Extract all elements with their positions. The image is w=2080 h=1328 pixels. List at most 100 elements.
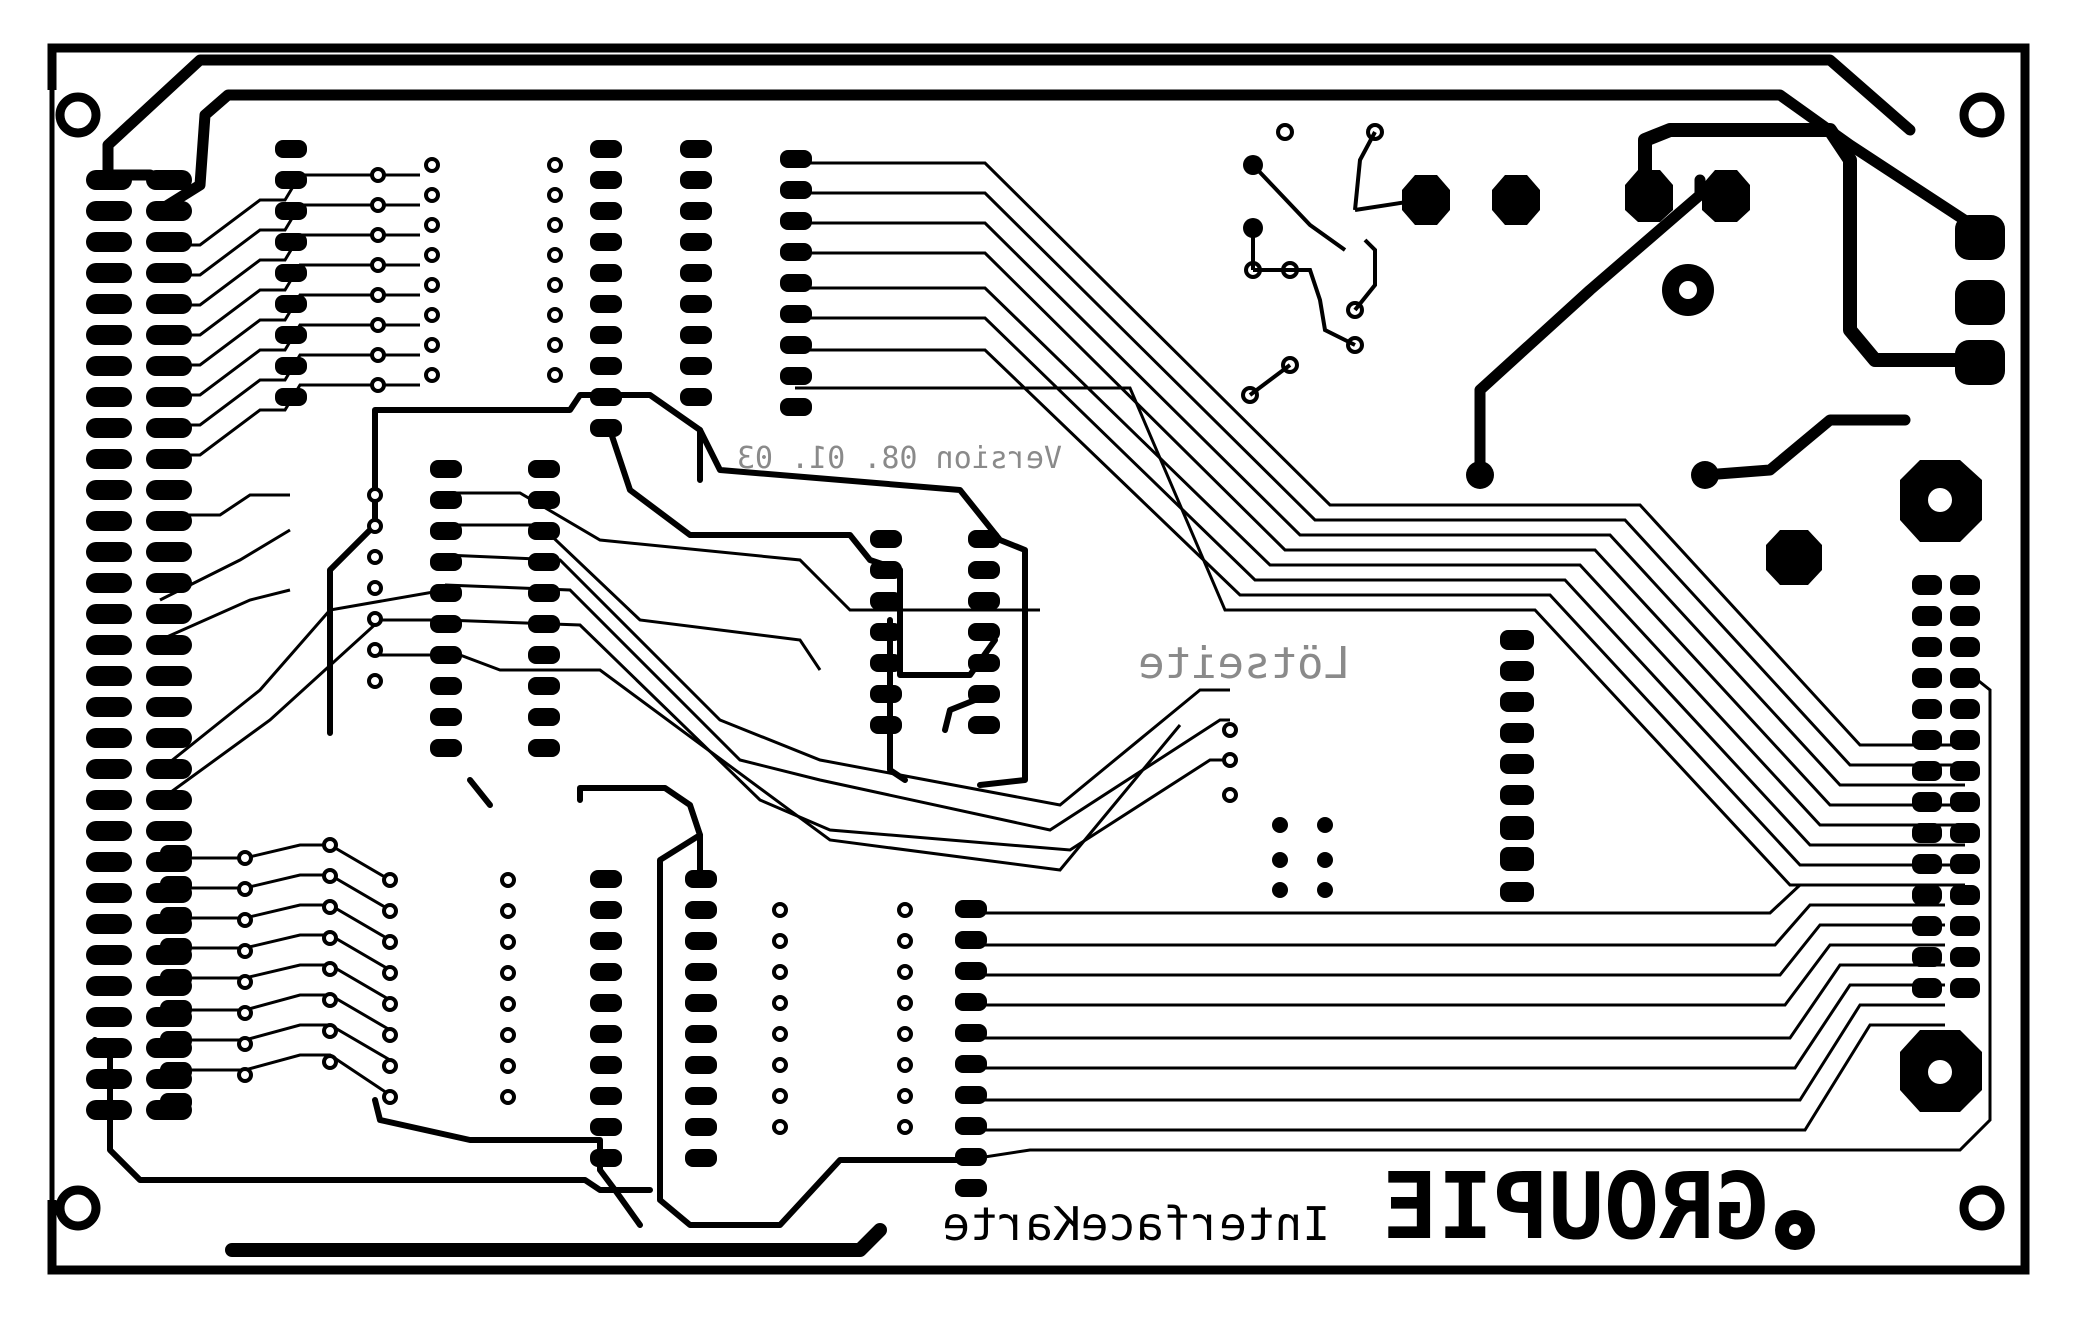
ic-pad	[590, 264, 622, 282]
via	[322, 930, 338, 946]
connector-pad	[86, 294, 132, 314]
ic-pad	[680, 388, 712, 406]
version-label: Version 08. 01. 03	[737, 441, 1062, 476]
via	[382, 996, 398, 1012]
ic-pad	[590, 1025, 622, 1043]
via	[547, 307, 563, 323]
ic-footprints	[160, 140, 1000, 1197]
connector-pad	[1912, 978, 1942, 998]
ic-pad	[160, 907, 192, 925]
ic-pad	[680, 233, 712, 251]
ic-pad	[968, 716, 1000, 734]
via	[772, 1057, 788, 1073]
ic-pad	[160, 1093, 192, 1111]
ic-pad	[870, 530, 902, 548]
ic-pad	[955, 1055, 987, 1073]
connector-pad	[86, 728, 132, 748]
ic-pad	[968, 623, 1000, 641]
ic-pad	[685, 994, 717, 1012]
via	[382, 1089, 398, 1105]
ic-pad	[590, 932, 622, 950]
connector-pad	[1950, 792, 1980, 812]
connector-pad	[1912, 792, 1942, 812]
ic-pad	[430, 553, 462, 571]
connector-pad	[146, 170, 192, 190]
header-pad	[1500, 630, 1534, 650]
ic-pad	[685, 1087, 717, 1105]
edge-connector-left	[86, 170, 192, 1120]
signal-traces	[159, 161, 1992, 1162]
ic-pad	[528, 739, 560, 757]
via	[322, 837, 338, 853]
ic-pad	[780, 181, 812, 199]
via	[367, 611, 383, 627]
connector-pad	[1950, 668, 1980, 688]
via	[382, 965, 398, 981]
connector-pad	[1950, 699, 1980, 719]
via	[322, 1054, 338, 1070]
via	[382, 1058, 398, 1074]
ic-pad	[590, 1118, 622, 1136]
via	[897, 1088, 913, 1104]
ic-pad	[430, 677, 462, 695]
side-label: Lötseite	[1138, 638, 1350, 689]
power-traces	[102, 54, 2002, 1257]
connector-pad	[1950, 637, 1980, 657]
via	[424, 217, 440, 233]
via	[897, 995, 913, 1011]
via	[237, 1036, 253, 1052]
via	[500, 996, 516, 1012]
connector-pad	[146, 790, 192, 810]
via	[382, 872, 398, 888]
ic-pad	[955, 962, 987, 980]
via	[322, 868, 338, 884]
via	[370, 377, 386, 393]
header-pad	[1500, 785, 1534, 805]
via	[772, 1026, 788, 1042]
ic-pad	[780, 398, 812, 416]
via	[500, 872, 516, 888]
ic-pad	[680, 326, 712, 344]
ic-pad	[430, 584, 462, 602]
via	[772, 964, 788, 980]
connector-pad	[146, 449, 192, 469]
ic-pad	[528, 553, 560, 571]
via	[370, 317, 386, 333]
connector-pad	[1912, 699, 1942, 719]
ic-pad	[955, 1117, 987, 1135]
ic-pad	[275, 140, 307, 158]
via	[237, 943, 253, 959]
ic-pad	[685, 963, 717, 981]
via	[547, 157, 563, 173]
connector-pad	[146, 418, 192, 438]
via	[500, 1058, 516, 1074]
ic-pad	[870, 685, 902, 703]
connector-pad	[1950, 606, 1980, 626]
via	[370, 257, 386, 273]
via	[772, 1088, 788, 1104]
ic-pad	[160, 845, 192, 863]
ic-pad	[590, 1087, 622, 1105]
connector-pad	[146, 728, 192, 748]
via	[382, 934, 398, 950]
connector-pad	[1950, 575, 1980, 595]
ic-pad	[955, 993, 987, 1011]
via	[367, 673, 383, 689]
via	[237, 912, 253, 928]
connector-pad	[86, 976, 132, 996]
ic-pad	[955, 1179, 987, 1197]
connector-pad	[86, 821, 132, 841]
via	[772, 902, 788, 918]
connector-pad	[86, 883, 132, 903]
ic-pad	[590, 233, 622, 251]
connector-pad	[1950, 947, 1980, 967]
connector-pad	[146, 759, 192, 779]
via	[897, 1119, 913, 1135]
connector-pad	[146, 480, 192, 500]
connector-pad	[1950, 978, 1980, 998]
connector-pad	[86, 697, 132, 717]
ic-pad	[528, 708, 560, 726]
connector-pad	[86, 480, 132, 500]
header-pad	[1500, 692, 1534, 712]
connector-pad	[146, 635, 192, 655]
